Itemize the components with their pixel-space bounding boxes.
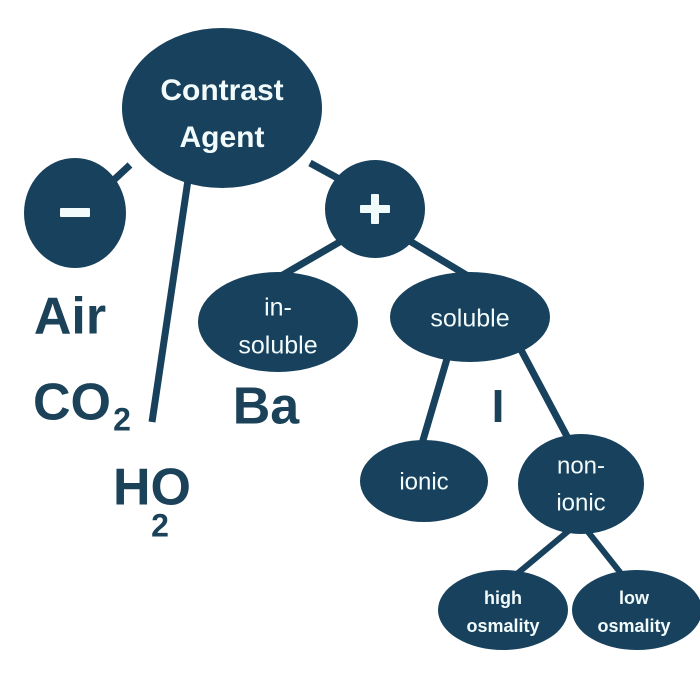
edge-soluble-to-ionic bbox=[417, 351, 453, 448]
edge-positive-to-soluble bbox=[406, 236, 470, 280]
edge-nonionic-to-high-osmality bbox=[510, 525, 574, 581]
node-high-osmality[interactable]: high osmality bbox=[438, 570, 568, 650]
node-soluble[interactable]: soluble bbox=[390, 272, 550, 362]
node-nonionic-label-line1: non- bbox=[557, 452, 605, 479]
node-nonionic[interactable]: non- ionic bbox=[518, 434, 644, 534]
node-insoluble[interactable]: in- soluble bbox=[198, 272, 358, 372]
edge-root-to-h2o bbox=[148, 179, 192, 423]
node-low-osmality-shape bbox=[572, 570, 700, 650]
node-nonionic-shape bbox=[518, 434, 644, 534]
label-h2o-base: HO bbox=[113, 459, 191, 517]
node-low-osmality-label-line1: low bbox=[619, 588, 650, 608]
node-insoluble-label-line1: in- bbox=[264, 294, 292, 322]
node-low-osmality-label-line2: osmality bbox=[597, 616, 670, 636]
edge-positive-to-insoluble bbox=[279, 236, 345, 280]
node-soluble-label: soluble bbox=[430, 305, 509, 333]
node-low-osmality[interactable]: low osmality bbox=[572, 570, 700, 650]
node-insoluble-label-line2: soluble bbox=[238, 332, 317, 360]
node-ionic[interactable]: ionic bbox=[360, 440, 488, 522]
edge-soluble-to-nonionic bbox=[516, 346, 574, 444]
node-negative[interactable] bbox=[24, 158, 126, 268]
label-co2-subscript: 2 bbox=[113, 401, 131, 437]
node-contrast-agent-label-line1: Contrast bbox=[160, 74, 283, 107]
edge-group bbox=[100, 159, 626, 581]
node-nonionic-label-line2: ionic bbox=[556, 489, 605, 516]
node-high-osmality-shape bbox=[438, 570, 568, 650]
node-high-osmality-label-line2: osmality bbox=[466, 616, 539, 636]
label-co2: CO 2 bbox=[33, 374, 131, 438]
node-positive[interactable] bbox=[325, 160, 425, 258]
edge-nonionic-to-low-osmality bbox=[582, 526, 626, 578]
label-h2o: HO 2 bbox=[113, 459, 191, 544]
node-contrast-agent-label-line2: Agent bbox=[180, 121, 265, 154]
node-contrast-agent-shape bbox=[122, 28, 322, 188]
node-soluble-shape bbox=[390, 272, 550, 362]
label-iodine: I bbox=[492, 380, 505, 432]
node-high-osmality-label-line1: high bbox=[484, 588, 522, 608]
label-h2o-subscript: 2 bbox=[151, 507, 169, 543]
label-co2-base: CO bbox=[33, 374, 111, 432]
minus-icon bbox=[60, 208, 90, 217]
label-ba: Ba bbox=[233, 378, 301, 436]
label-air: Air bbox=[34, 288, 106, 346]
node-insoluble-shape bbox=[198, 272, 358, 372]
node-ionic-label: ionic bbox=[399, 468, 448, 495]
node-ionic-shape bbox=[360, 440, 488, 522]
node-contrast-agent[interactable]: Contrast Agent bbox=[122, 28, 322, 188]
plus-icon bbox=[360, 194, 390, 224]
